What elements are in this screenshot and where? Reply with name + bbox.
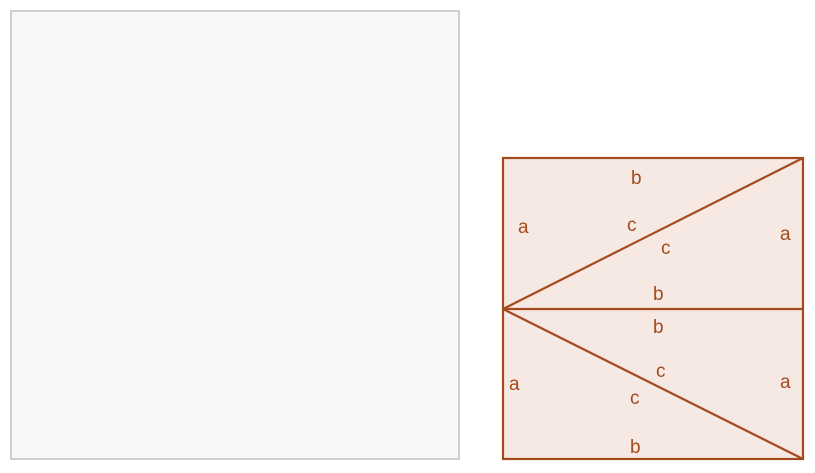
label-a-upper-right: a (780, 224, 791, 245)
label-a-upper-left: a (518, 217, 529, 238)
lower-diagonal-c (502, 308, 804, 460)
label-b-above-middle: b (653, 284, 664, 305)
diagram-lines (501, 156, 805, 461)
upper-diagonal-c (502, 157, 804, 310)
label-b-top: b (631, 168, 642, 189)
label-a-lower-left: a (509, 374, 520, 395)
label-c-lower-2: c (630, 388, 640, 409)
label-b-bottom: b (630, 437, 641, 458)
label-c-upper-2: c (661, 238, 671, 259)
side-labels: b a c c a b b c a a c b (509, 168, 791, 458)
label-a-lower-right: a (780, 372, 791, 393)
label-c-upper-1: c (627, 215, 637, 236)
blank-drawing-canvas[interactable] (10, 10, 460, 460)
label-b-below-middle: b (653, 317, 664, 338)
label-c-lower-1: c (656, 361, 666, 382)
